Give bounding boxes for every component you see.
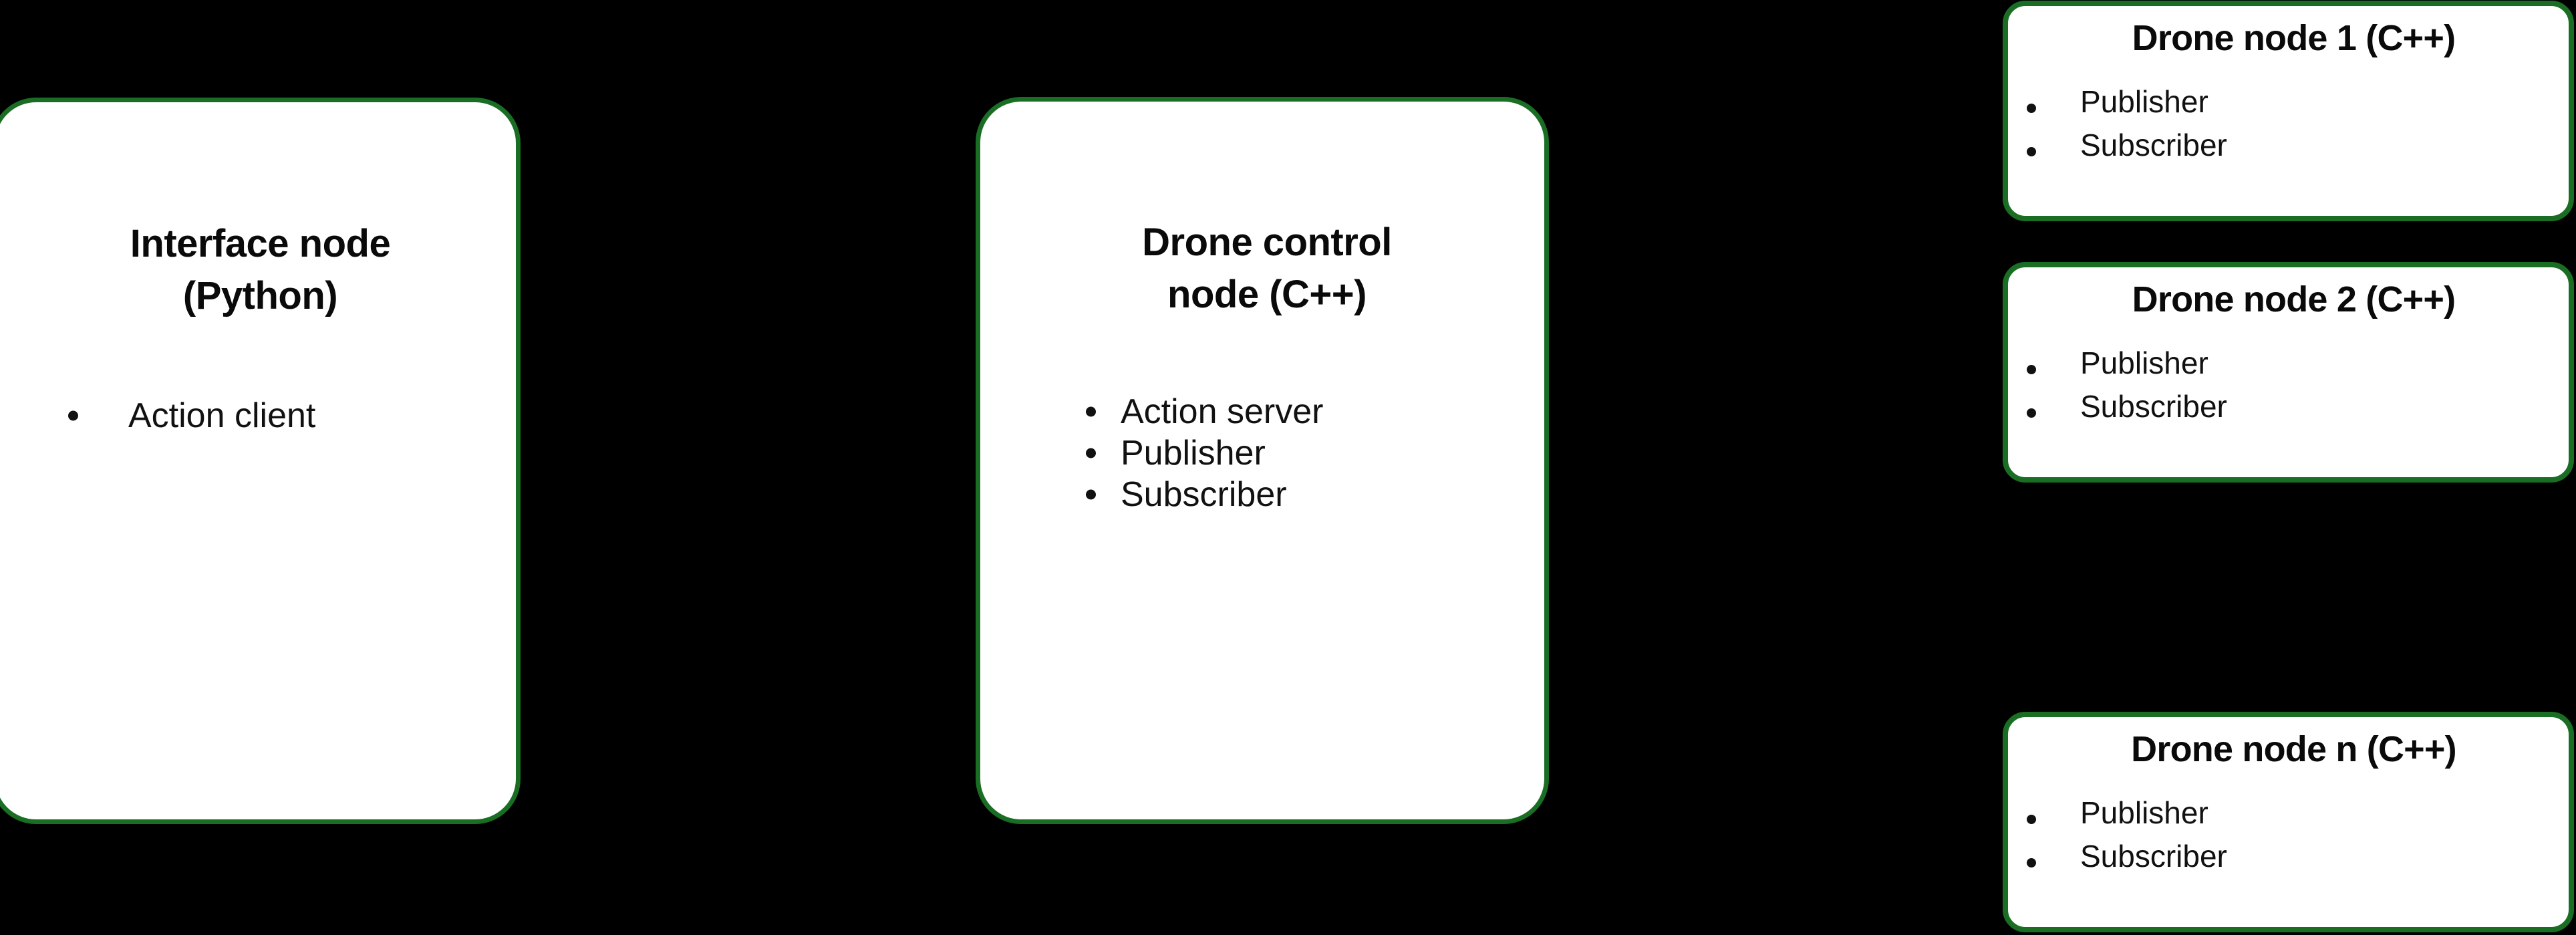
list-item-label: Publisher	[2080, 795, 2208, 830]
interface-node-title: Interface node (Python)	[5, 218, 516, 321]
list-item-label: Publisher	[2080, 346, 2208, 380]
list-item-label: Action client	[128, 396, 316, 435]
node-card-drone-control-node[interactable]: Drone control node (C++) Action server P…	[976, 97, 1549, 824]
drone-node-2-title: Drone node 2 (C++)	[2132, 279, 2456, 319]
list-item: Action client	[5, 395, 516, 436]
node-card-interface-node[interactable]: Interface node (Python) Action client	[0, 98, 521, 824]
node-card-drone-node-n[interactable]: Drone node n (C++) Publisher Subscriber	[2003, 712, 2574, 932]
bullet-icon	[68, 410, 78, 421]
drone-control-node-title-line-1: Drone control	[1142, 221, 1392, 264]
drone-node-n-feature-list: Publisher Subscriber	[2008, 795, 2569, 884]
list-item: Subscriber	[2008, 128, 2569, 173]
bullet-icon	[2027, 103, 2036, 113]
list-item: Publisher	[2008, 346, 2569, 391]
node-card-drone-node-1[interactable]: Drone node 1 (C++) Publisher Subscriber	[2003, 1, 2574, 221]
drone-node-n-title: Drone node n (C++)	[2131, 729, 2456, 769]
interface-node-feature-list: Action client	[5, 395, 516, 436]
list-item-label: Subscriber	[2080, 389, 2227, 424]
list-item-label: Subscriber	[1121, 475, 1287, 514]
node-card-drone-node-2[interactable]: Drone node 2 (C++) Publisher Subscriber	[2003, 262, 2574, 483]
list-item-label: Publisher	[2080, 84, 2208, 119]
list-item: Publisher	[2008, 84, 2569, 130]
drone-control-node-title-line-2: node (C++)	[1167, 272, 1367, 316]
list-item-label: Subscriber	[2080, 839, 2227, 874]
list-item-label: Publisher	[1121, 434, 1266, 473]
list-item: Subscriber	[980, 474, 1544, 515]
drone-node-1-feature-list: Publisher Subscriber	[2008, 84, 2569, 173]
bullet-icon	[2027, 814, 2036, 824]
bullet-icon	[1086, 448, 1096, 458]
drone-control-node-feature-list: Action server Publisher Subscriber	[980, 391, 1544, 515]
list-item: Publisher	[980, 432, 1544, 474]
interface-node-title-line-2: (Python)	[182, 273, 338, 317]
list-item: Subscriber	[2008, 389, 2569, 434]
drone-control-node-title: Drone control node (C++)	[980, 217, 1544, 320]
bullet-icon	[1086, 489, 1096, 500]
drone-node-1-title: Drone node 1 (C++)	[2132, 18, 2456, 58]
list-item: Subscriber	[2008, 839, 2569, 884]
list-item-label: Action server	[1121, 392, 1324, 431]
list-item-label: Subscriber	[2080, 128, 2227, 162]
bullet-icon	[2027, 857, 2036, 867]
bullet-icon	[2027, 408, 2036, 418]
list-item: Publisher	[2008, 795, 2569, 841]
bullet-icon	[2027, 146, 2036, 156]
drone-node-2-feature-list: Publisher Subscriber	[2008, 346, 2569, 434]
bullet-icon	[2027, 364, 2036, 374]
interface-node-title-line-1: Interface node	[130, 222, 391, 265]
list-item: Action server	[980, 391, 1544, 432]
bullet-icon	[1086, 406, 1096, 417]
